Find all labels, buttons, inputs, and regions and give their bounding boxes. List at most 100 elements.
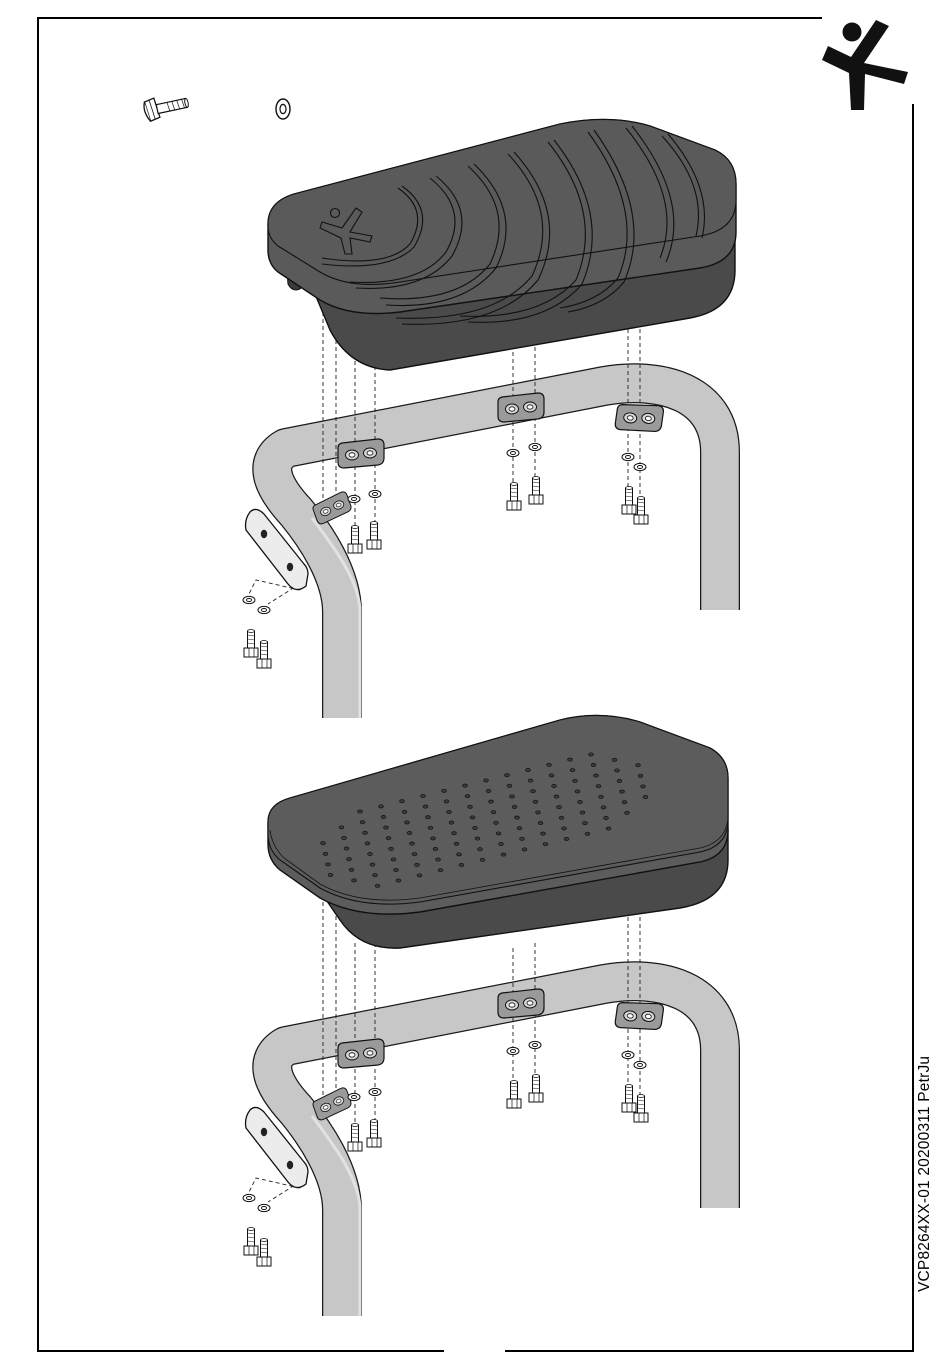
perforation-hole bbox=[596, 785, 601, 788]
washer bbox=[529, 443, 541, 450]
perforation-hole bbox=[475, 837, 480, 840]
perforation-hole bbox=[468, 805, 473, 808]
perforation-hole bbox=[326, 863, 331, 866]
perforation-hole bbox=[549, 774, 554, 777]
perforation-hole bbox=[612, 758, 617, 761]
perforation-hole bbox=[442, 789, 447, 792]
perforation-hole bbox=[552, 784, 557, 787]
perforation-hole bbox=[526, 768, 531, 771]
perforation-hole bbox=[615, 769, 620, 772]
perforation-hole bbox=[447, 810, 452, 813]
perforation-hole bbox=[400, 800, 405, 803]
perforation-hole bbox=[323, 852, 328, 855]
bolt bbox=[622, 1085, 636, 1113]
perforation-hole bbox=[512, 805, 517, 808]
perforation-hole bbox=[405, 821, 410, 824]
perforation-hole bbox=[528, 779, 533, 782]
perforation-hole bbox=[589, 753, 594, 756]
perforation-hole bbox=[412, 853, 417, 856]
perforation-hole bbox=[423, 805, 428, 808]
perforation-hole bbox=[349, 868, 354, 871]
perforation-hole bbox=[591, 763, 596, 766]
perforation-hole bbox=[347, 858, 352, 861]
perforation-hole bbox=[625, 811, 630, 814]
perforation-hole bbox=[494, 821, 499, 824]
perforation-hole bbox=[431, 837, 436, 840]
perforation-hole bbox=[489, 800, 494, 803]
hex-bolt-icon bbox=[142, 91, 190, 122]
perforation-hole bbox=[568, 758, 573, 761]
perforation-hole bbox=[641, 785, 646, 788]
perforation-hole bbox=[373, 874, 378, 877]
perforation-hole bbox=[570, 769, 575, 772]
tube-frame bbox=[272, 981, 720, 1316]
perforation-hole bbox=[457, 853, 462, 856]
bolt bbox=[367, 522, 381, 550]
washer bbox=[622, 453, 634, 460]
perforation-hole bbox=[507, 784, 512, 787]
figure-logo-icon bbox=[822, 20, 908, 110]
perforation-hole bbox=[438, 869, 443, 872]
perforation-hole bbox=[541, 832, 546, 835]
washer bbox=[243, 1194, 255, 1201]
perforation-hole bbox=[428, 826, 433, 829]
mount-bracket bbox=[311, 491, 354, 525]
mount-bracket bbox=[615, 400, 665, 435]
perforation-hole bbox=[459, 863, 464, 866]
perforation-hole bbox=[386, 837, 391, 840]
perforation-hole bbox=[452, 832, 457, 835]
perforated-footrest-view bbox=[243, 715, 728, 1316]
perforation-hole bbox=[352, 879, 357, 882]
perforation-hole bbox=[463, 784, 468, 787]
mount-bracket bbox=[338, 439, 384, 468]
washer bbox=[634, 1061, 646, 1068]
perforation-hole bbox=[426, 816, 431, 819]
bolt bbox=[244, 1228, 258, 1256]
perforation-hole bbox=[470, 816, 475, 819]
mount-bracket bbox=[498, 393, 544, 422]
perforation-hole bbox=[415, 863, 420, 866]
bolt bbox=[507, 1081, 521, 1109]
perforation-hole bbox=[520, 837, 525, 840]
bolt bbox=[507, 483, 521, 511]
perforation-hole bbox=[543, 843, 548, 846]
perforation-hole bbox=[370, 863, 375, 866]
mount-bracket bbox=[311, 1087, 354, 1121]
perforation-hole bbox=[562, 827, 567, 830]
bolt bbox=[244, 630, 258, 658]
perforation-hole bbox=[421, 794, 426, 797]
perforation-hole bbox=[622, 801, 627, 804]
perforation-hole bbox=[533, 800, 538, 803]
perforation-hole bbox=[480, 858, 485, 861]
perforation-hole bbox=[444, 800, 449, 803]
perforation-hole bbox=[580, 811, 585, 814]
perforation-hole bbox=[578, 800, 583, 803]
perforation-hole bbox=[496, 832, 501, 835]
perforation-hole bbox=[538, 821, 543, 824]
perforation-hole bbox=[410, 842, 415, 845]
perforation-hole bbox=[601, 806, 606, 809]
washer bbox=[622, 1051, 634, 1058]
perforation-hole bbox=[402, 810, 407, 813]
bolt bbox=[257, 641, 271, 669]
bolt bbox=[348, 1124, 362, 1152]
perforation-hole bbox=[517, 827, 522, 830]
washer bbox=[507, 1047, 519, 1054]
washer bbox=[243, 596, 255, 603]
perforation-hole bbox=[342, 836, 347, 839]
washer bbox=[348, 1093, 360, 1100]
perforation-hole bbox=[606, 827, 611, 830]
perforation-hole bbox=[449, 821, 454, 824]
washer bbox=[258, 1204, 270, 1211]
perforation-hole bbox=[620, 790, 625, 793]
washer bbox=[369, 1088, 381, 1095]
bolt bbox=[529, 477, 543, 505]
perforation-hole bbox=[583, 822, 588, 825]
perforation-hole bbox=[379, 805, 384, 808]
perforation-hole bbox=[344, 847, 349, 850]
perforation-hole bbox=[510, 795, 515, 798]
perforation-hole bbox=[473, 826, 478, 829]
perforation-hole bbox=[465, 795, 470, 798]
perforation-hole bbox=[321, 842, 326, 845]
